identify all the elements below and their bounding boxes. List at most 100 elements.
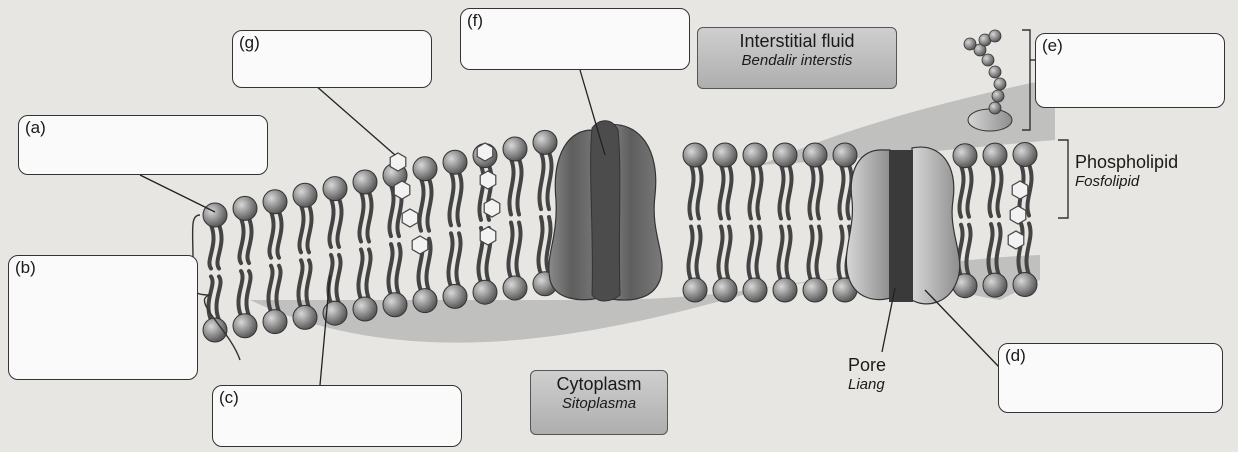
sugar-bead — [964, 38, 976, 50]
lipid-tail — [779, 165, 783, 219]
pore-protein-right — [912, 147, 960, 304]
lipid-head — [473, 280, 497, 304]
lipid-tail — [427, 179, 431, 231]
lipid-tail — [209, 225, 213, 269]
cholesterol-hexagon — [412, 236, 428, 254]
lipid-tail — [449, 172, 453, 225]
bracket-phospholipid — [1058, 140, 1068, 218]
lipid-tail — [997, 165, 1001, 216]
lipid-tail — [509, 159, 513, 215]
pore-protein-left — [846, 150, 890, 300]
cholesterol-hexagon — [390, 153, 406, 171]
pore-english: Pore — [848, 355, 886, 376]
cytoplasm-malay: Sitoplasma — [531, 395, 667, 412]
lipid-head — [773, 278, 797, 302]
label-box-d[interactable]: (d) — [998, 343, 1223, 413]
lipid-head — [263, 310, 287, 334]
lipid-head — [263, 190, 287, 214]
lipid-tail — [688, 227, 692, 281]
lipid-tail — [838, 227, 842, 281]
lipid-tail — [967, 166, 971, 217]
lipid-tail — [457, 172, 461, 225]
lipid-tail — [727, 165, 731, 219]
pore-label: Pore Liang — [848, 355, 886, 393]
lipid-head — [1013, 273, 1037, 297]
lipid-head — [743, 143, 767, 167]
lipid-tail — [696, 227, 700, 281]
lipid-tail — [216, 277, 220, 321]
lipid-tail — [778, 227, 782, 281]
lipid-head — [773, 143, 797, 167]
label-box-g[interactable]: (g) — [232, 30, 432, 88]
cholesterol-hexagon — [477, 143, 493, 161]
lipid-head — [443, 284, 467, 308]
lipid-tail — [247, 218, 251, 263]
lipid-head — [803, 278, 827, 302]
lipid-tail — [539, 152, 543, 209]
lipid-head — [983, 143, 1007, 167]
lipid-head — [743, 278, 767, 302]
label-e: (e) — [1042, 36, 1063, 56]
lipid-tail — [217, 225, 221, 269]
label-d: (d) — [1005, 346, 1026, 366]
label-b: (b) — [15, 258, 36, 278]
sugar-bead — [989, 102, 1001, 114]
lipid-tail — [959, 166, 963, 217]
lipid-tail — [719, 165, 723, 219]
lipid-tail — [538, 217, 542, 274]
lipid-tail — [246, 271, 250, 316]
label-box-f[interactable]: (f) — [460, 8, 690, 70]
cholesterol-hexagon — [402, 209, 418, 227]
lipid-head — [713, 278, 737, 302]
lipid-tail — [816, 227, 820, 281]
lipid-head — [203, 203, 227, 227]
lipid-tail — [689, 165, 693, 219]
lipid-tail — [239, 218, 243, 263]
pore-protein — [846, 147, 959, 304]
lipid-tail — [456, 233, 460, 286]
cholesterol-hexagon — [1008, 231, 1024, 249]
cholesterol-hexagon — [1012, 181, 1028, 199]
phospholipid-malay: Fosfolipid — [1075, 173, 1178, 190]
lipid-tail — [508, 223, 512, 279]
lipid-tail — [748, 227, 752, 281]
lipid-tail — [367, 192, 371, 242]
lipid-tail — [389, 185, 393, 236]
lipid-tail — [817, 165, 821, 219]
lipid-head — [233, 196, 257, 220]
label-box-e[interactable]: (e) — [1035, 33, 1225, 108]
leader-c — [320, 275, 330, 385]
lipid-head — [233, 314, 257, 338]
lipid-tail — [388, 244, 392, 295]
sugar-bead — [989, 66, 1001, 78]
lipid-tail — [517, 159, 521, 215]
cytoplasm-label: Cytoplasm Sitoplasma — [530, 370, 668, 435]
lipid-head — [323, 177, 347, 201]
lipid-tail — [307, 205, 311, 252]
cytoplasm-english: Cytoplasm — [531, 374, 667, 395]
cholesterol-hexagon — [480, 227, 496, 245]
lipid-head — [353, 170, 377, 194]
lipid-tail — [337, 199, 341, 247]
label-box-b[interactable]: (b) — [8, 255, 198, 380]
lipid-head — [503, 276, 527, 300]
label-f: (f) — [467, 11, 483, 31]
lipid-tail — [359, 192, 363, 242]
lipid-tail — [787, 165, 791, 219]
interstitial-english: Interstitial fluid — [698, 31, 896, 52]
label-box-a[interactable]: (a) — [18, 115, 268, 175]
lipid-tail — [329, 199, 333, 247]
lipid-tail — [547, 152, 551, 209]
glycoprotein-base — [968, 109, 1012, 131]
lipid-head — [683, 278, 707, 302]
lipid-head — [413, 289, 437, 313]
lipid-tail — [749, 165, 753, 219]
leader-d — [925, 290, 1000, 368]
lipid-tail — [726, 227, 730, 281]
channel-protein — [549, 121, 662, 301]
channel-protein-center — [591, 121, 620, 301]
glycoprotein — [964, 30, 1012, 131]
lipid-tail — [697, 165, 701, 219]
lipid-tail — [809, 165, 813, 219]
label-box-c[interactable]: (c) — [212, 385, 462, 447]
